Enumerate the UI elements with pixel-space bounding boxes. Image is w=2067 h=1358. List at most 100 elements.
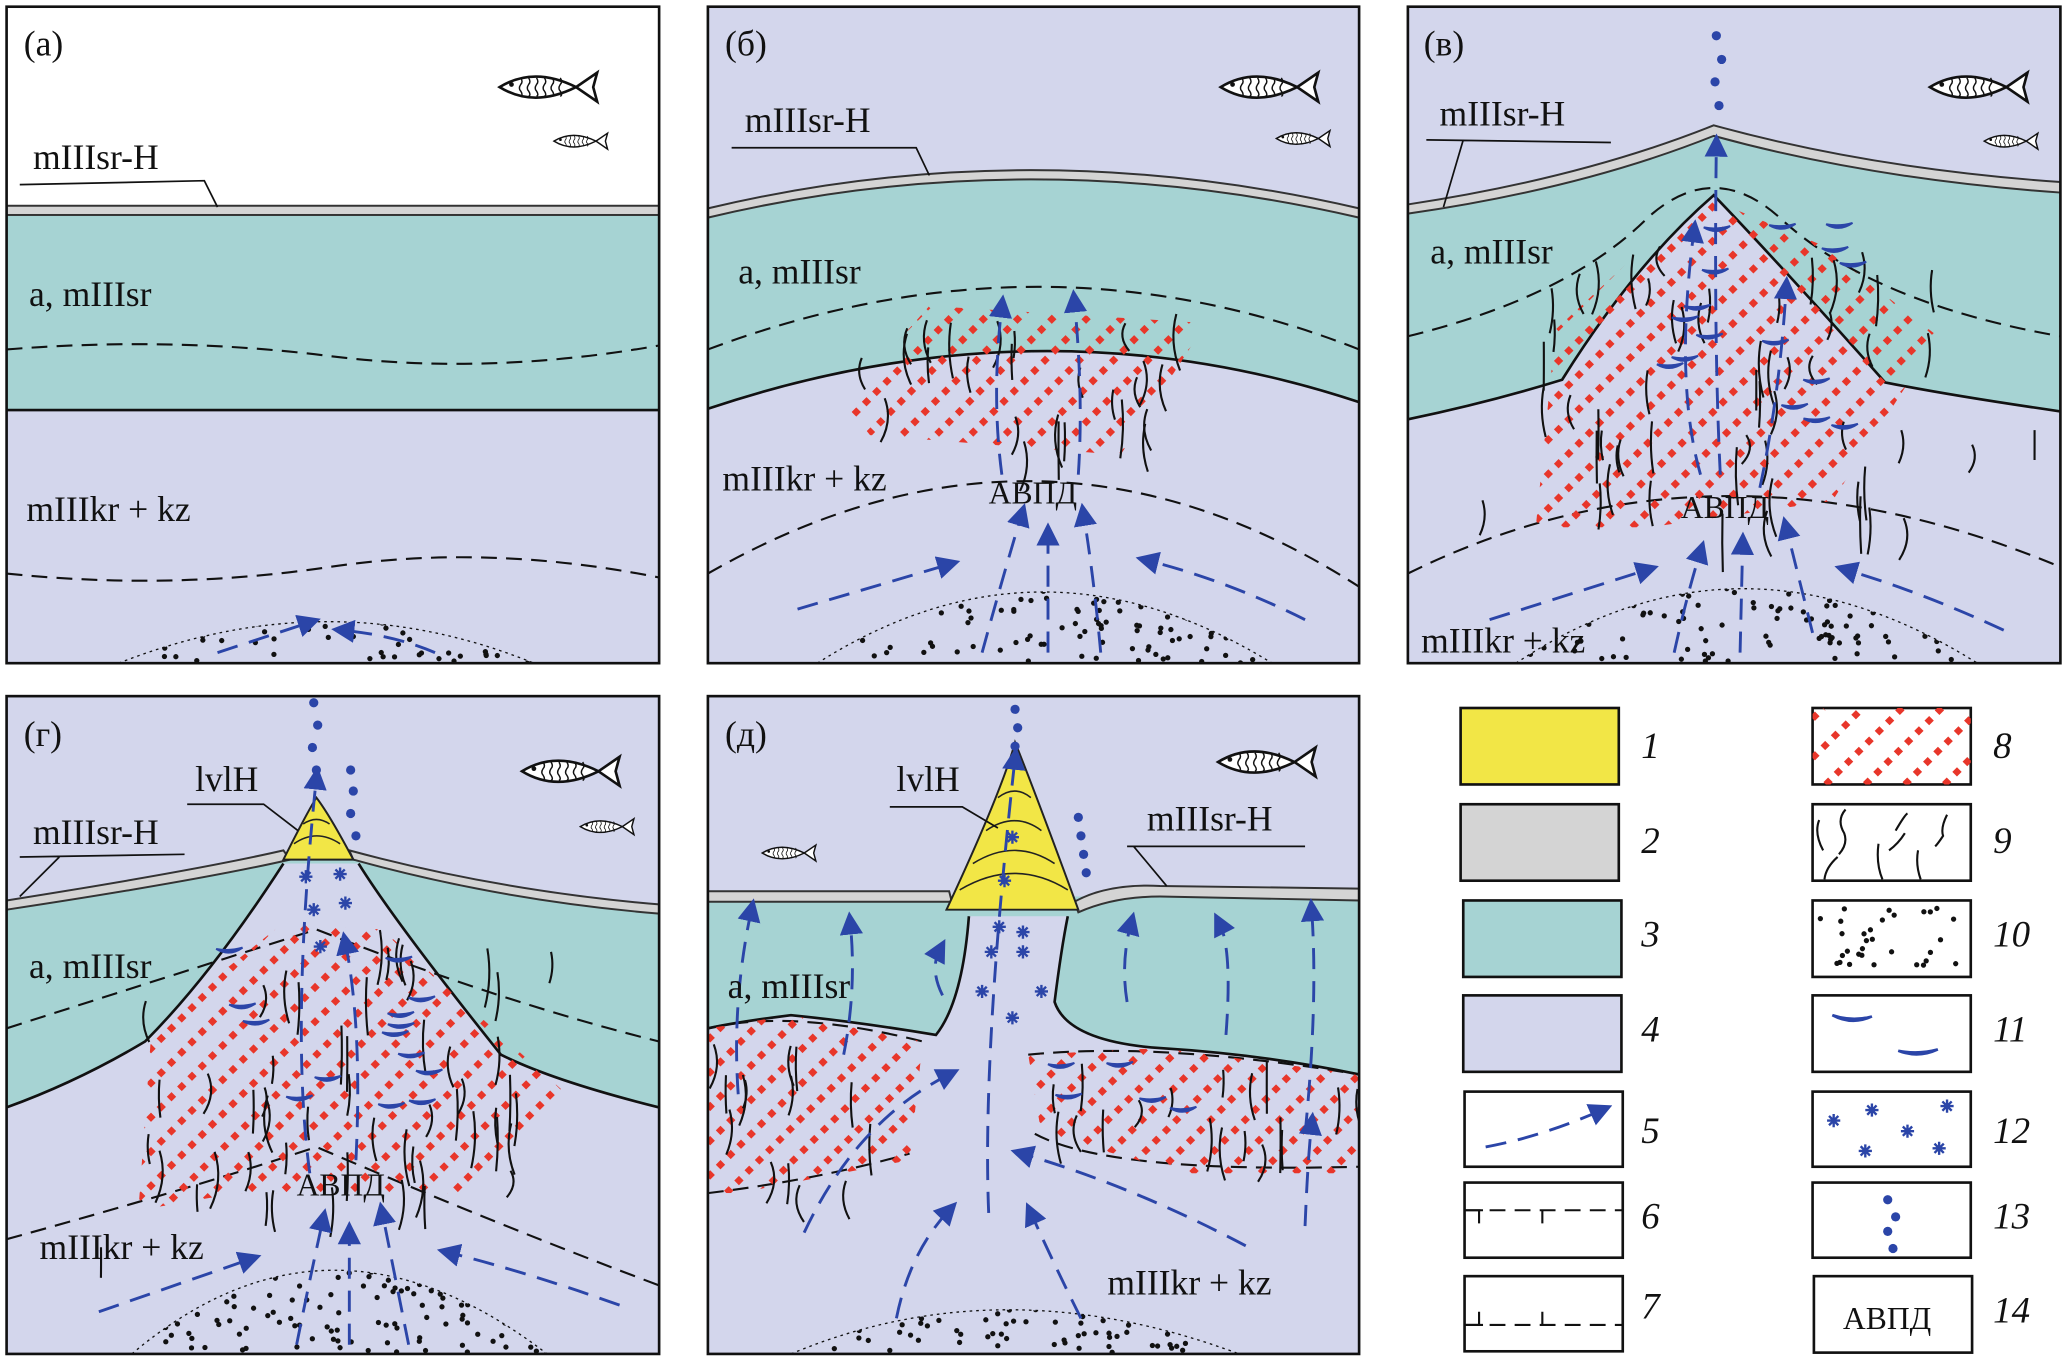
fracture xyxy=(1809,257,1814,305)
blue-lens xyxy=(1671,315,1699,323)
fracture xyxy=(385,947,390,981)
sand-dot xyxy=(411,1291,417,1297)
sand-dot xyxy=(958,603,964,609)
sand-dot xyxy=(1832,602,1838,609)
gas-bubble xyxy=(1076,831,1086,841)
fracture xyxy=(1677,306,1686,353)
sand-dot xyxy=(1125,1322,1132,1328)
sand-dot xyxy=(1101,598,1107,605)
panel-label: (г) xyxy=(24,714,62,754)
sand-dot xyxy=(305,626,312,633)
sand-dot xyxy=(1028,597,1034,604)
legend-item-9: 9 xyxy=(1811,802,2012,883)
fracture xyxy=(1051,1084,1056,1114)
red-hatch-line xyxy=(707,1015,839,1146)
sand-dot xyxy=(1208,633,1214,640)
sand-dot xyxy=(1154,1343,1161,1349)
asterisk xyxy=(1016,925,1030,939)
fracture xyxy=(922,319,932,364)
fracture xyxy=(154,1150,164,1204)
fracture xyxy=(1133,1099,1143,1128)
sand-dot xyxy=(1079,653,1085,659)
flow-arrow-icon xyxy=(1485,1104,1613,1149)
fracture xyxy=(1548,288,1555,334)
sand-dot xyxy=(1168,626,1174,633)
sand-dot xyxy=(1081,1331,1087,1337)
sand-dot xyxy=(459,1342,466,1348)
fracture xyxy=(1645,278,1651,307)
asterisk xyxy=(1016,945,1030,959)
sand-dot xyxy=(374,1294,380,1301)
sand-dot xyxy=(1863,937,1870,944)
asterisk xyxy=(1932,1141,1946,1155)
sand-dot xyxy=(261,629,268,635)
asterisk xyxy=(313,940,327,954)
fracture xyxy=(508,1074,512,1132)
panel-b xyxy=(707,6,1360,664)
sand-dot xyxy=(1062,1340,1068,1346)
sand-dot xyxy=(1855,640,1862,646)
fracture xyxy=(1645,370,1651,415)
sand-dot xyxy=(1174,1343,1180,1349)
legend-number: 2 xyxy=(1641,820,1659,861)
gas-bubbles xyxy=(1710,31,1727,111)
fracture xyxy=(1167,1087,1174,1118)
asterisk xyxy=(1005,1011,1019,1025)
teal-layer xyxy=(707,896,1360,1075)
sand-dot xyxy=(1153,651,1159,658)
fracture xyxy=(849,1082,854,1128)
legend-item-5: 5 xyxy=(1463,1090,1660,1169)
sand-dot xyxy=(296,1283,303,1289)
fracture xyxy=(1740,434,1751,465)
asterisk xyxy=(992,920,1006,934)
fracture xyxy=(1655,245,1666,277)
fracture xyxy=(1072,1114,1082,1153)
sand-dot xyxy=(865,1337,871,1344)
sand-dot xyxy=(1661,613,1667,619)
fracture xyxy=(507,1123,516,1176)
red-hatch-line xyxy=(1016,305,1171,455)
fracture xyxy=(1591,261,1600,315)
asterisk xyxy=(984,945,998,959)
sand-dot xyxy=(1541,645,1547,651)
sand-dot xyxy=(330,1336,337,1342)
fracture xyxy=(1856,481,1861,522)
mud-volcano-cone xyxy=(281,795,355,861)
fish-icon xyxy=(578,816,636,837)
sand-dot xyxy=(1731,589,1738,596)
sand-dot xyxy=(1115,599,1121,605)
blue-lenses xyxy=(215,946,443,1109)
sand-dot xyxy=(958,1331,964,1337)
sand-dot xyxy=(163,1339,169,1345)
sand-dot xyxy=(437,1291,443,1297)
sand-dot xyxy=(985,1334,991,1340)
fracture xyxy=(1206,1118,1213,1172)
sand-dots-icon xyxy=(1817,905,1959,968)
blue-lens xyxy=(1683,303,1712,311)
stratum-label: mIIIsr-H xyxy=(33,812,159,852)
sand-dot xyxy=(936,1317,942,1323)
blue-lens xyxy=(1803,416,1831,424)
sand-dot xyxy=(1182,1340,1189,1346)
sand-dot xyxy=(1861,931,1867,937)
legend-number: 5 xyxy=(1641,1110,1659,1151)
sand-dot xyxy=(1871,962,1877,968)
sand-dot xyxy=(419,1302,425,1308)
legend-item-10: 10 xyxy=(1811,899,2030,979)
blue-asterisks xyxy=(975,920,1049,1025)
fracture xyxy=(403,1129,411,1187)
sand-dot xyxy=(350,633,357,640)
fractures xyxy=(1540,245,1935,573)
fracture xyxy=(1721,513,1724,573)
blue-lens xyxy=(1768,222,1797,230)
fracture xyxy=(1769,390,1779,435)
sand-dot xyxy=(1023,1319,1029,1325)
sand-dot xyxy=(907,1332,914,1338)
gray-layer xyxy=(6,204,660,216)
fracture xyxy=(306,1106,311,1141)
sand-dot xyxy=(1751,605,1757,611)
fracture xyxy=(157,1079,162,1118)
blue-lens xyxy=(1656,362,1684,369)
fracture xyxy=(142,1000,151,1043)
sand-dot xyxy=(887,1347,893,1354)
